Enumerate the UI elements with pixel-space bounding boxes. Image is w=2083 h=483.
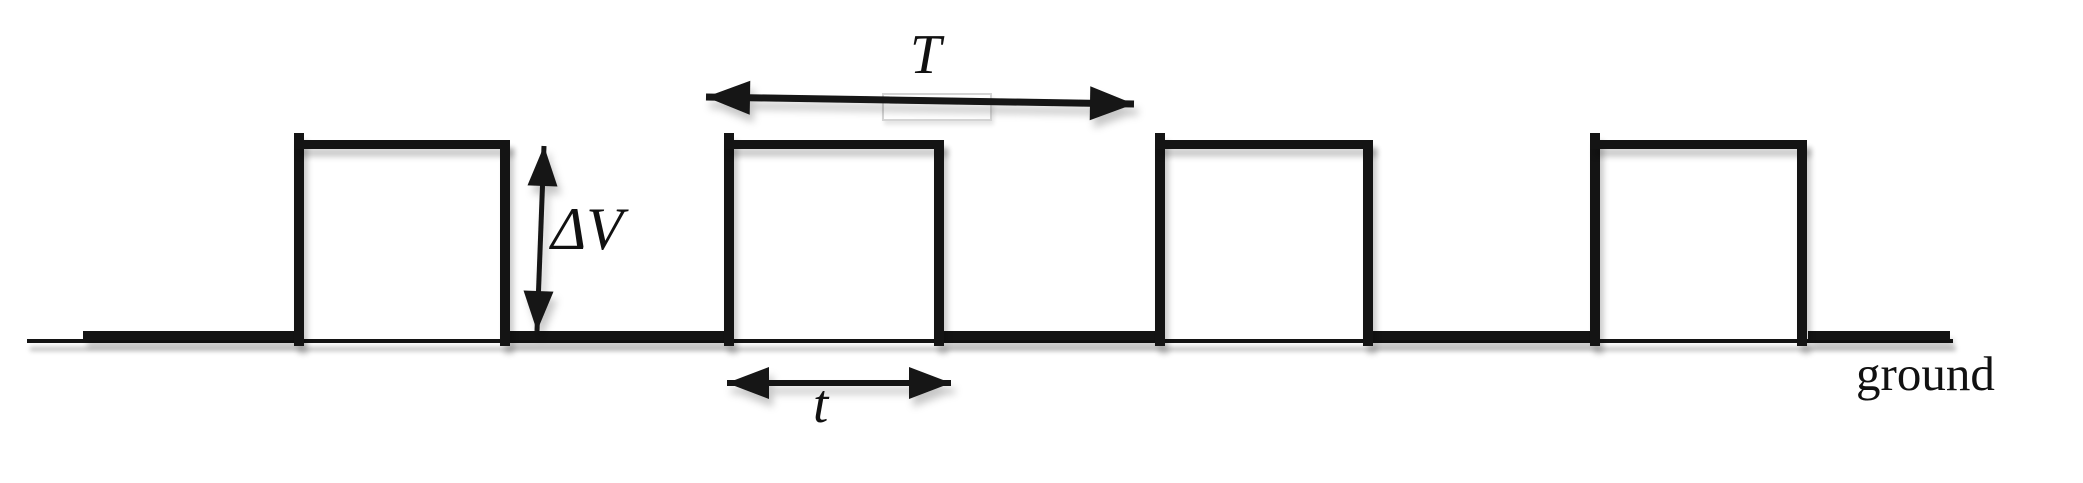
pulse-width-label: t (813, 373, 829, 434)
amplitude-arrow (523, 145, 558, 332)
low-level-segment (1808, 331, 1950, 340)
low-level-segment (83, 331, 300, 340)
pulse-rising-edge (1155, 133, 1165, 346)
pulse-top (294, 140, 510, 149)
pulse-top (1590, 140, 1807, 149)
period-arrow (705, 80, 1135, 121)
amplitude-label: ΔV (551, 196, 623, 262)
pulse-falling-edge (1363, 140, 1373, 346)
pulse-rising-edge (1590, 133, 1600, 346)
ground-label: ground (1856, 346, 1995, 401)
pulse-rising-edge (294, 133, 304, 346)
ground-line (27, 339, 1953, 343)
low-level-segment (1370, 331, 1594, 340)
pulse-falling-edge (500, 140, 510, 346)
pulse-rising-edge (724, 133, 734, 346)
pulse-top (724, 140, 944, 149)
pulse-falling-edge (934, 140, 944, 346)
pulse-top (1155, 140, 1373, 149)
period-label: T (910, 24, 942, 86)
pulse-width-arrow (727, 367, 951, 399)
low-level-segment (943, 331, 1159, 340)
low-level-segment (506, 331, 728, 340)
pulse-falling-edge (1797, 140, 1807, 346)
